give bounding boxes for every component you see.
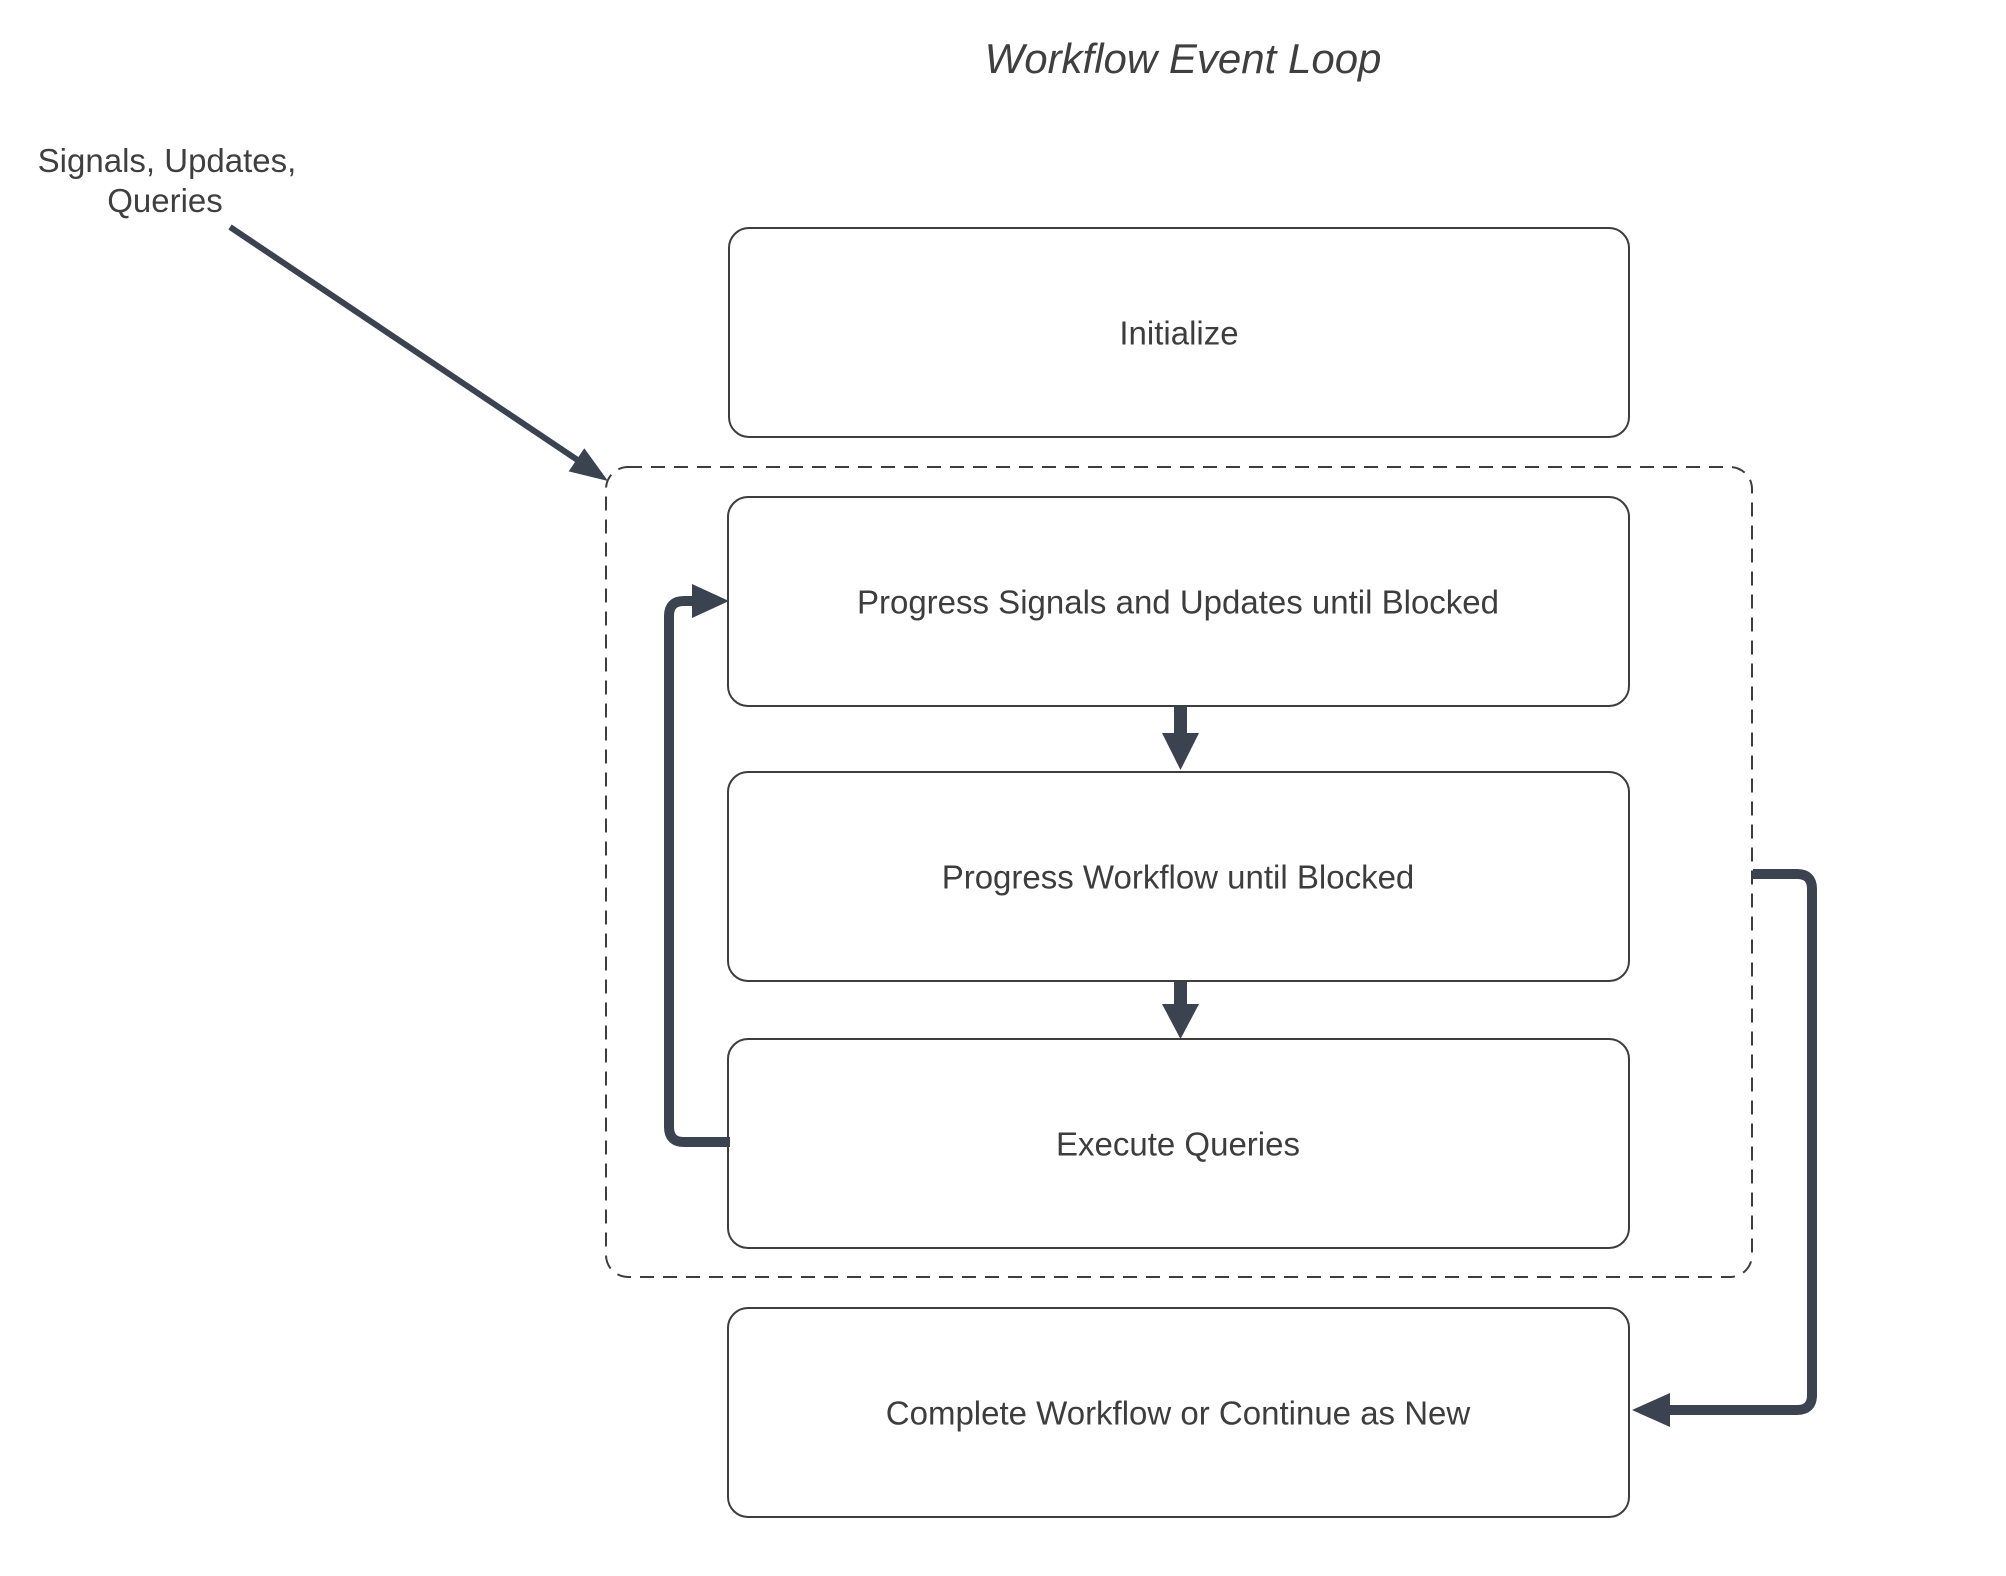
exit-connector <box>1632 869 1817 1427</box>
arrow-signals-to-workflow-head-icon <box>1162 733 1199 770</box>
node-complete-box <box>727 1307 1630 1518</box>
node-progress-workflow: Progress Workflow until Blocked <box>727 771 1630 982</box>
exit-arrowhead-icon <box>1632 1393 1670 1427</box>
node-initialize-label: Initialize <box>1119 315 1238 352</box>
loop-back-arrowhead-icon <box>692 584 729 618</box>
node-progress-signals-label: Progress Signals and Updates until Block… <box>857 584 1499 621</box>
arrow-signals-to-workflow <box>1162 707 1199 770</box>
arrow-workflow-to-queries <box>1162 982 1199 1039</box>
node-complete-label: Complete Workflow or Continue as New <box>886 1395 1471 1432</box>
event-loop-dashed-container <box>605 466 1753 1278</box>
loop-back-connector <box>664 584 730 1147</box>
node-progress-signals: Progress Signals and Updates until Block… <box>727 496 1630 707</box>
node-initialize-box <box>728 227 1630 438</box>
node-progress-workflow-label: Progress Workflow until Blocked <box>942 859 1415 896</box>
annotation-line-2: Queries <box>107 182 223 219</box>
node-execute-queries-label: Execute Queries <box>1056 1126 1300 1163</box>
arrow-signals-to-workflow-stem <box>1174 707 1187 735</box>
node-progress-workflow-box <box>727 771 1630 982</box>
arrow-workflow-to-queries-stem <box>1174 982 1187 1007</box>
node-execute-queries: Execute Queries <box>727 1038 1630 1249</box>
diagram-title: Workflow Event Loop <box>985 35 1382 82</box>
loop-back-connector-line <box>664 596 730 1147</box>
node-progress-signals-box <box>727 496 1630 707</box>
node-complete: Complete Workflow or Continue as New <box>727 1307 1630 1518</box>
annotation-arrowhead-icon <box>568 448 608 481</box>
annotation-arrow <box>228 224 608 481</box>
annotation-line-1: Signals, Updates, <box>38 142 297 179</box>
arrow-workflow-to-queries-head-icon <box>1162 1004 1199 1039</box>
node-initialize: Initialize <box>728 227 1630 438</box>
annotation-arrow-line <box>228 224 581 464</box>
exit-connector-line <box>1668 869 1817 1415</box>
